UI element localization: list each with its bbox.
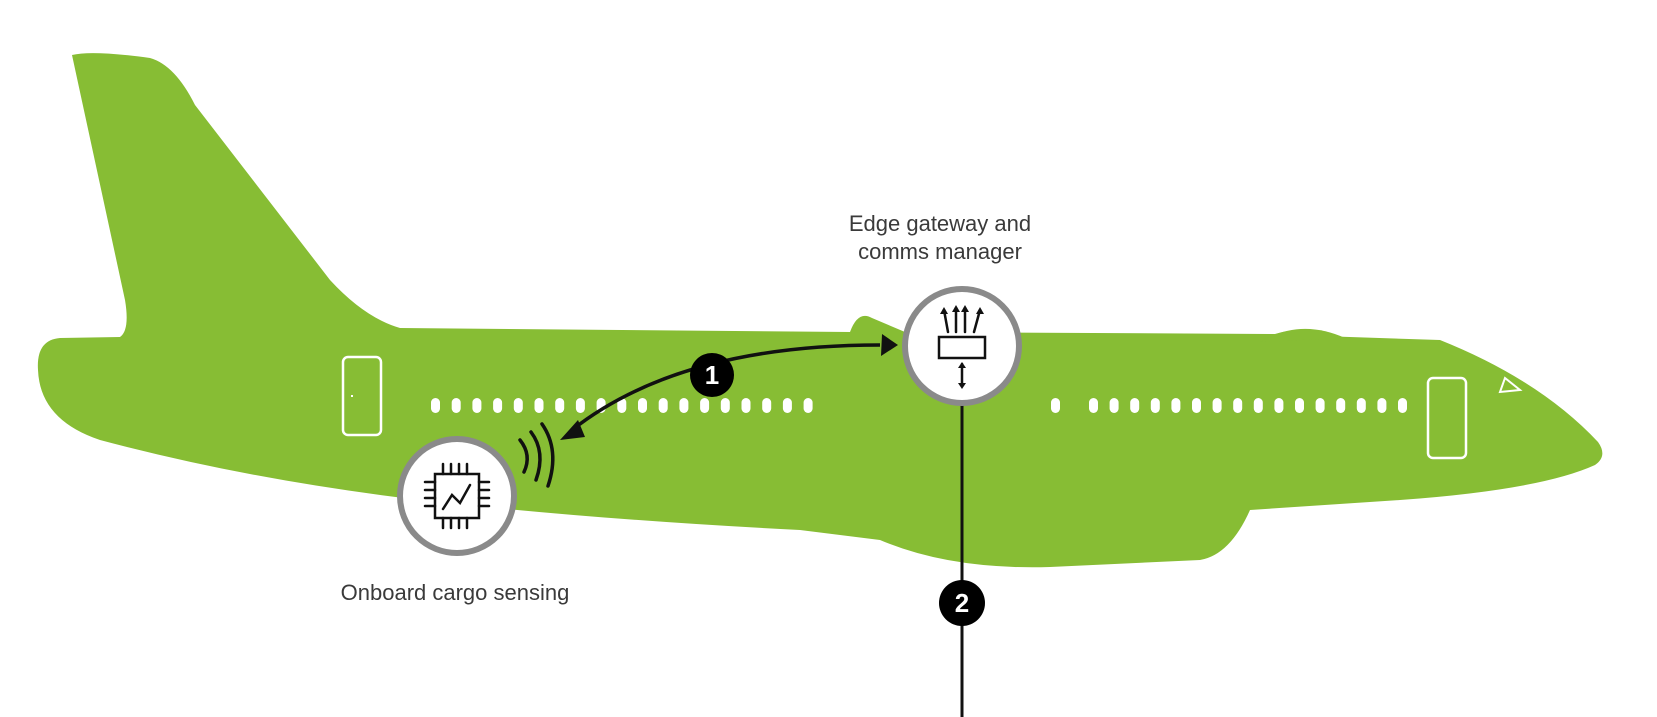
cabin-window — [575, 398, 585, 413]
cabin-window — [1356, 398, 1366, 413]
cabin-window — [1089, 398, 1098, 413]
front-door — [1426, 376, 1468, 460]
cabin-window — [1315, 398, 1325, 413]
gateway-node — [902, 286, 1022, 406]
cabin-window — [1212, 398, 1222, 413]
cabin-window — [720, 398, 730, 413]
cabin-window — [1336, 398, 1346, 413]
cabin-window — [1192, 398, 1201, 413]
cabin-window — [782, 398, 792, 413]
cabin-window — [638, 398, 647, 413]
step-2-badge: 2 — [939, 580, 985, 626]
cabin-window — [1150, 398, 1160, 413]
cabin-window — [741, 398, 751, 413]
cabin-window — [617, 398, 627, 413]
cabin-window — [1171, 398, 1181, 413]
cabin-window — [534, 398, 544, 413]
link-arrowhead-sensor — [560, 420, 585, 440]
rear-door — [341, 355, 383, 437]
gateway-label-line2: comms manager — [858, 239, 1022, 264]
cabin-window — [1130, 398, 1140, 413]
cabin-windows-rear — [431, 398, 813, 413]
cabin-window — [679, 398, 689, 413]
wireless-signal-icon — [518, 422, 555, 488]
cabin-window — [1051, 398, 1060, 413]
cabin-window — [493, 398, 503, 413]
cabin-window — [451, 398, 461, 413]
cabin-window — [762, 398, 772, 413]
sensor-chip-icon — [423, 462, 491, 530]
step-1-number: 1 — [705, 360, 719, 390]
cabin-window — [472, 398, 482, 413]
gateway-label: Edge gateway and comms manager — [790, 210, 1090, 266]
step-1-badge: 1 — [690, 353, 734, 397]
cabin-window — [555, 398, 565, 413]
cabin-window — [1233, 398, 1243, 413]
fuselage-fairing — [1260, 328, 1345, 342]
cabin-windows-front — [1051, 398, 1407, 413]
cabin-window — [658, 398, 668, 413]
cabin-window — [1109, 398, 1119, 413]
cockpit-window — [1498, 376, 1523, 394]
step-2-number: 2 — [955, 588, 969, 618]
cabin-window — [1295, 398, 1304, 413]
gateway-label-line1: Edge gateway and — [848, 211, 1032, 236]
cabin-window — [513, 398, 523, 413]
aircraft-silhouette — [37, 53, 1603, 568]
cabin-window — [803, 398, 813, 413]
cabin-window — [1377, 398, 1387, 413]
cabin-window — [1253, 398, 1263, 413]
cabin-window — [1398, 398, 1407, 413]
cabin-window — [700, 398, 710, 413]
cargo-sensor-node — [397, 436, 517, 556]
cabin-window — [431, 398, 440, 413]
link-arrowhead-gateway — [881, 334, 898, 356]
cabin-window — [1274, 398, 1284, 413]
cargo-label: Onboard cargo sensing — [340, 580, 570, 605]
